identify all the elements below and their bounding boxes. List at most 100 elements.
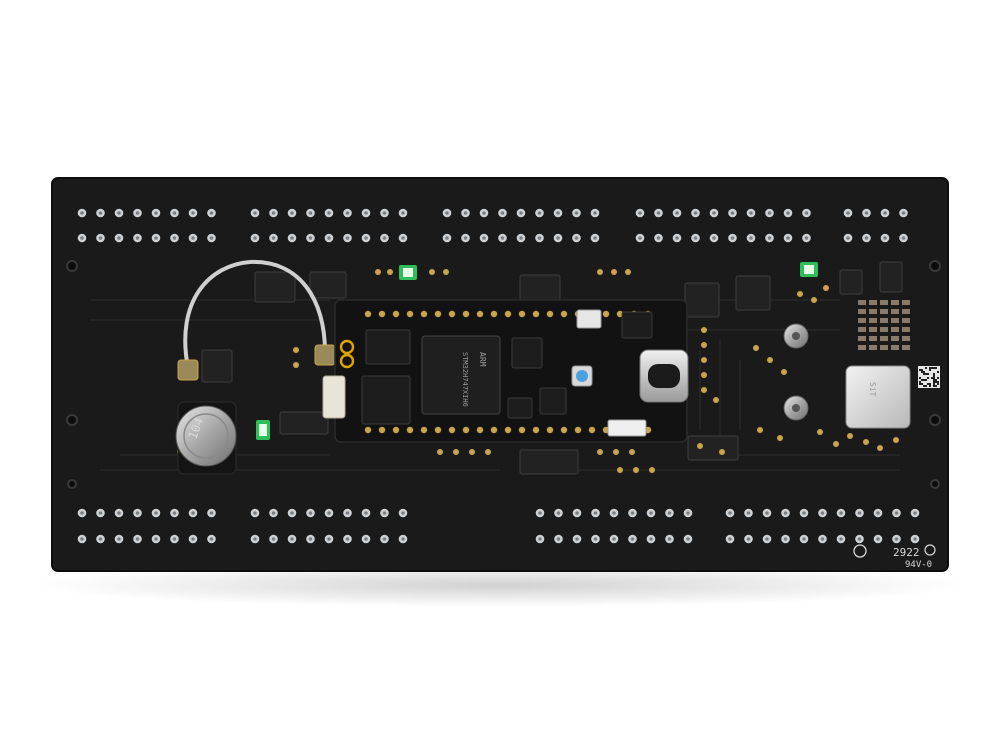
terminal-pad <box>725 508 735 518</box>
resistor <box>858 336 866 341</box>
terminal-pad <box>380 508 389 518</box>
terminal-pad <box>836 534 846 544</box>
header-pin <box>462 426 470 434</box>
beige-component <box>322 375 346 419</box>
terminal-pad <box>324 534 334 544</box>
terminal-pad <box>880 233 890 243</box>
terminal-pad <box>343 534 352 544</box>
resistor <box>880 300 888 305</box>
terminal-pad <box>783 208 793 218</box>
terminal-pad <box>77 233 87 243</box>
via <box>633 467 639 473</box>
recycle-icon <box>924 544 936 556</box>
via <box>781 369 787 375</box>
via <box>617 467 623 473</box>
terminal-pad <box>873 508 883 518</box>
terminal-pad <box>188 208 198 218</box>
header-pin <box>392 426 400 434</box>
terminal-pad <box>765 208 774 218</box>
module-chip <box>511 337 543 369</box>
via <box>877 445 883 451</box>
header-pin <box>518 426 526 434</box>
terminal-pad <box>728 208 737 218</box>
terminal-pad <box>516 233 526 243</box>
terminal-pad <box>728 233 737 243</box>
terminal-pad <box>725 534 735 544</box>
terminal-pad <box>498 233 507 243</box>
terminal-pad <box>398 208 408 218</box>
via <box>753 345 759 351</box>
terminal-pad <box>188 233 198 243</box>
terminal-pad <box>398 233 408 243</box>
terminal-pad <box>672 233 682 243</box>
via <box>375 269 381 275</box>
terminal-pad <box>324 508 334 518</box>
terminal-pad <box>133 534 142 544</box>
resistor <box>891 327 899 332</box>
terminal-pad <box>535 233 544 243</box>
terminal-pad <box>553 233 563 243</box>
via <box>863 439 869 445</box>
via <box>701 387 707 393</box>
micro-connector <box>576 309 602 329</box>
via <box>597 269 603 275</box>
terminal-pad <box>781 508 790 518</box>
terminal-pad <box>380 233 389 243</box>
via <box>797 291 803 297</box>
terminal-pad <box>892 534 901 544</box>
terminal-pad <box>207 534 216 544</box>
terminal-pad <box>880 208 890 218</box>
resistor-array <box>858 300 910 350</box>
terminal-pad <box>746 208 756 218</box>
header-pin <box>532 426 540 434</box>
marking-code: 2922 <box>893 546 920 559</box>
crystal-oscillator: SiT <box>845 365 911 429</box>
terminal-pad <box>114 534 124 544</box>
terminal-pad <box>899 233 908 243</box>
terminal-pad <box>151 508 161 518</box>
via <box>713 397 719 403</box>
antenna-cable <box>177 259 336 381</box>
terminal-pad <box>654 233 663 243</box>
terminal-pad <box>535 208 544 218</box>
terminal-pad <box>554 508 563 518</box>
terminal-pad <box>799 534 809 544</box>
resistor <box>869 309 877 314</box>
via <box>701 342 707 348</box>
terminal-pad <box>269 534 278 544</box>
header-pin <box>546 426 554 434</box>
resistor <box>869 300 877 305</box>
module-chip <box>621 311 653 339</box>
terminal-pad <box>133 508 142 518</box>
terminal-pad <box>799 508 809 518</box>
terminal-pad <box>691 208 700 218</box>
board-markings: 2922 94V-0 <box>853 544 936 570</box>
terminal-pad <box>709 208 719 218</box>
terminal-pad <box>442 208 452 218</box>
terminal-pad <box>783 233 793 243</box>
terminal-pad <box>762 534 772 544</box>
terminal-pad <box>862 208 871 218</box>
terminal-pad <box>683 534 693 544</box>
header-pin <box>476 426 484 434</box>
terminal-pad <box>361 208 371 218</box>
terminal-pad <box>572 534 582 544</box>
terminal-pad <box>114 233 124 243</box>
header-pin <box>504 426 512 434</box>
terminal-pad <box>77 508 87 518</box>
header-pin <box>434 426 442 434</box>
terminal-pad <box>498 208 507 218</box>
terminal-pad <box>910 534 920 544</box>
terminal-pad <box>287 508 297 518</box>
via <box>611 269 617 275</box>
terminal-pad <box>802 233 811 243</box>
via <box>437 449 443 455</box>
terminal-pad <box>535 508 545 518</box>
terminal-pad <box>170 534 179 544</box>
via <box>469 449 475 455</box>
header-pin <box>364 426 372 434</box>
resistor <box>891 336 899 341</box>
terminal-pad <box>361 508 371 518</box>
resistor <box>869 345 877 350</box>
terminal-pad <box>479 233 489 243</box>
